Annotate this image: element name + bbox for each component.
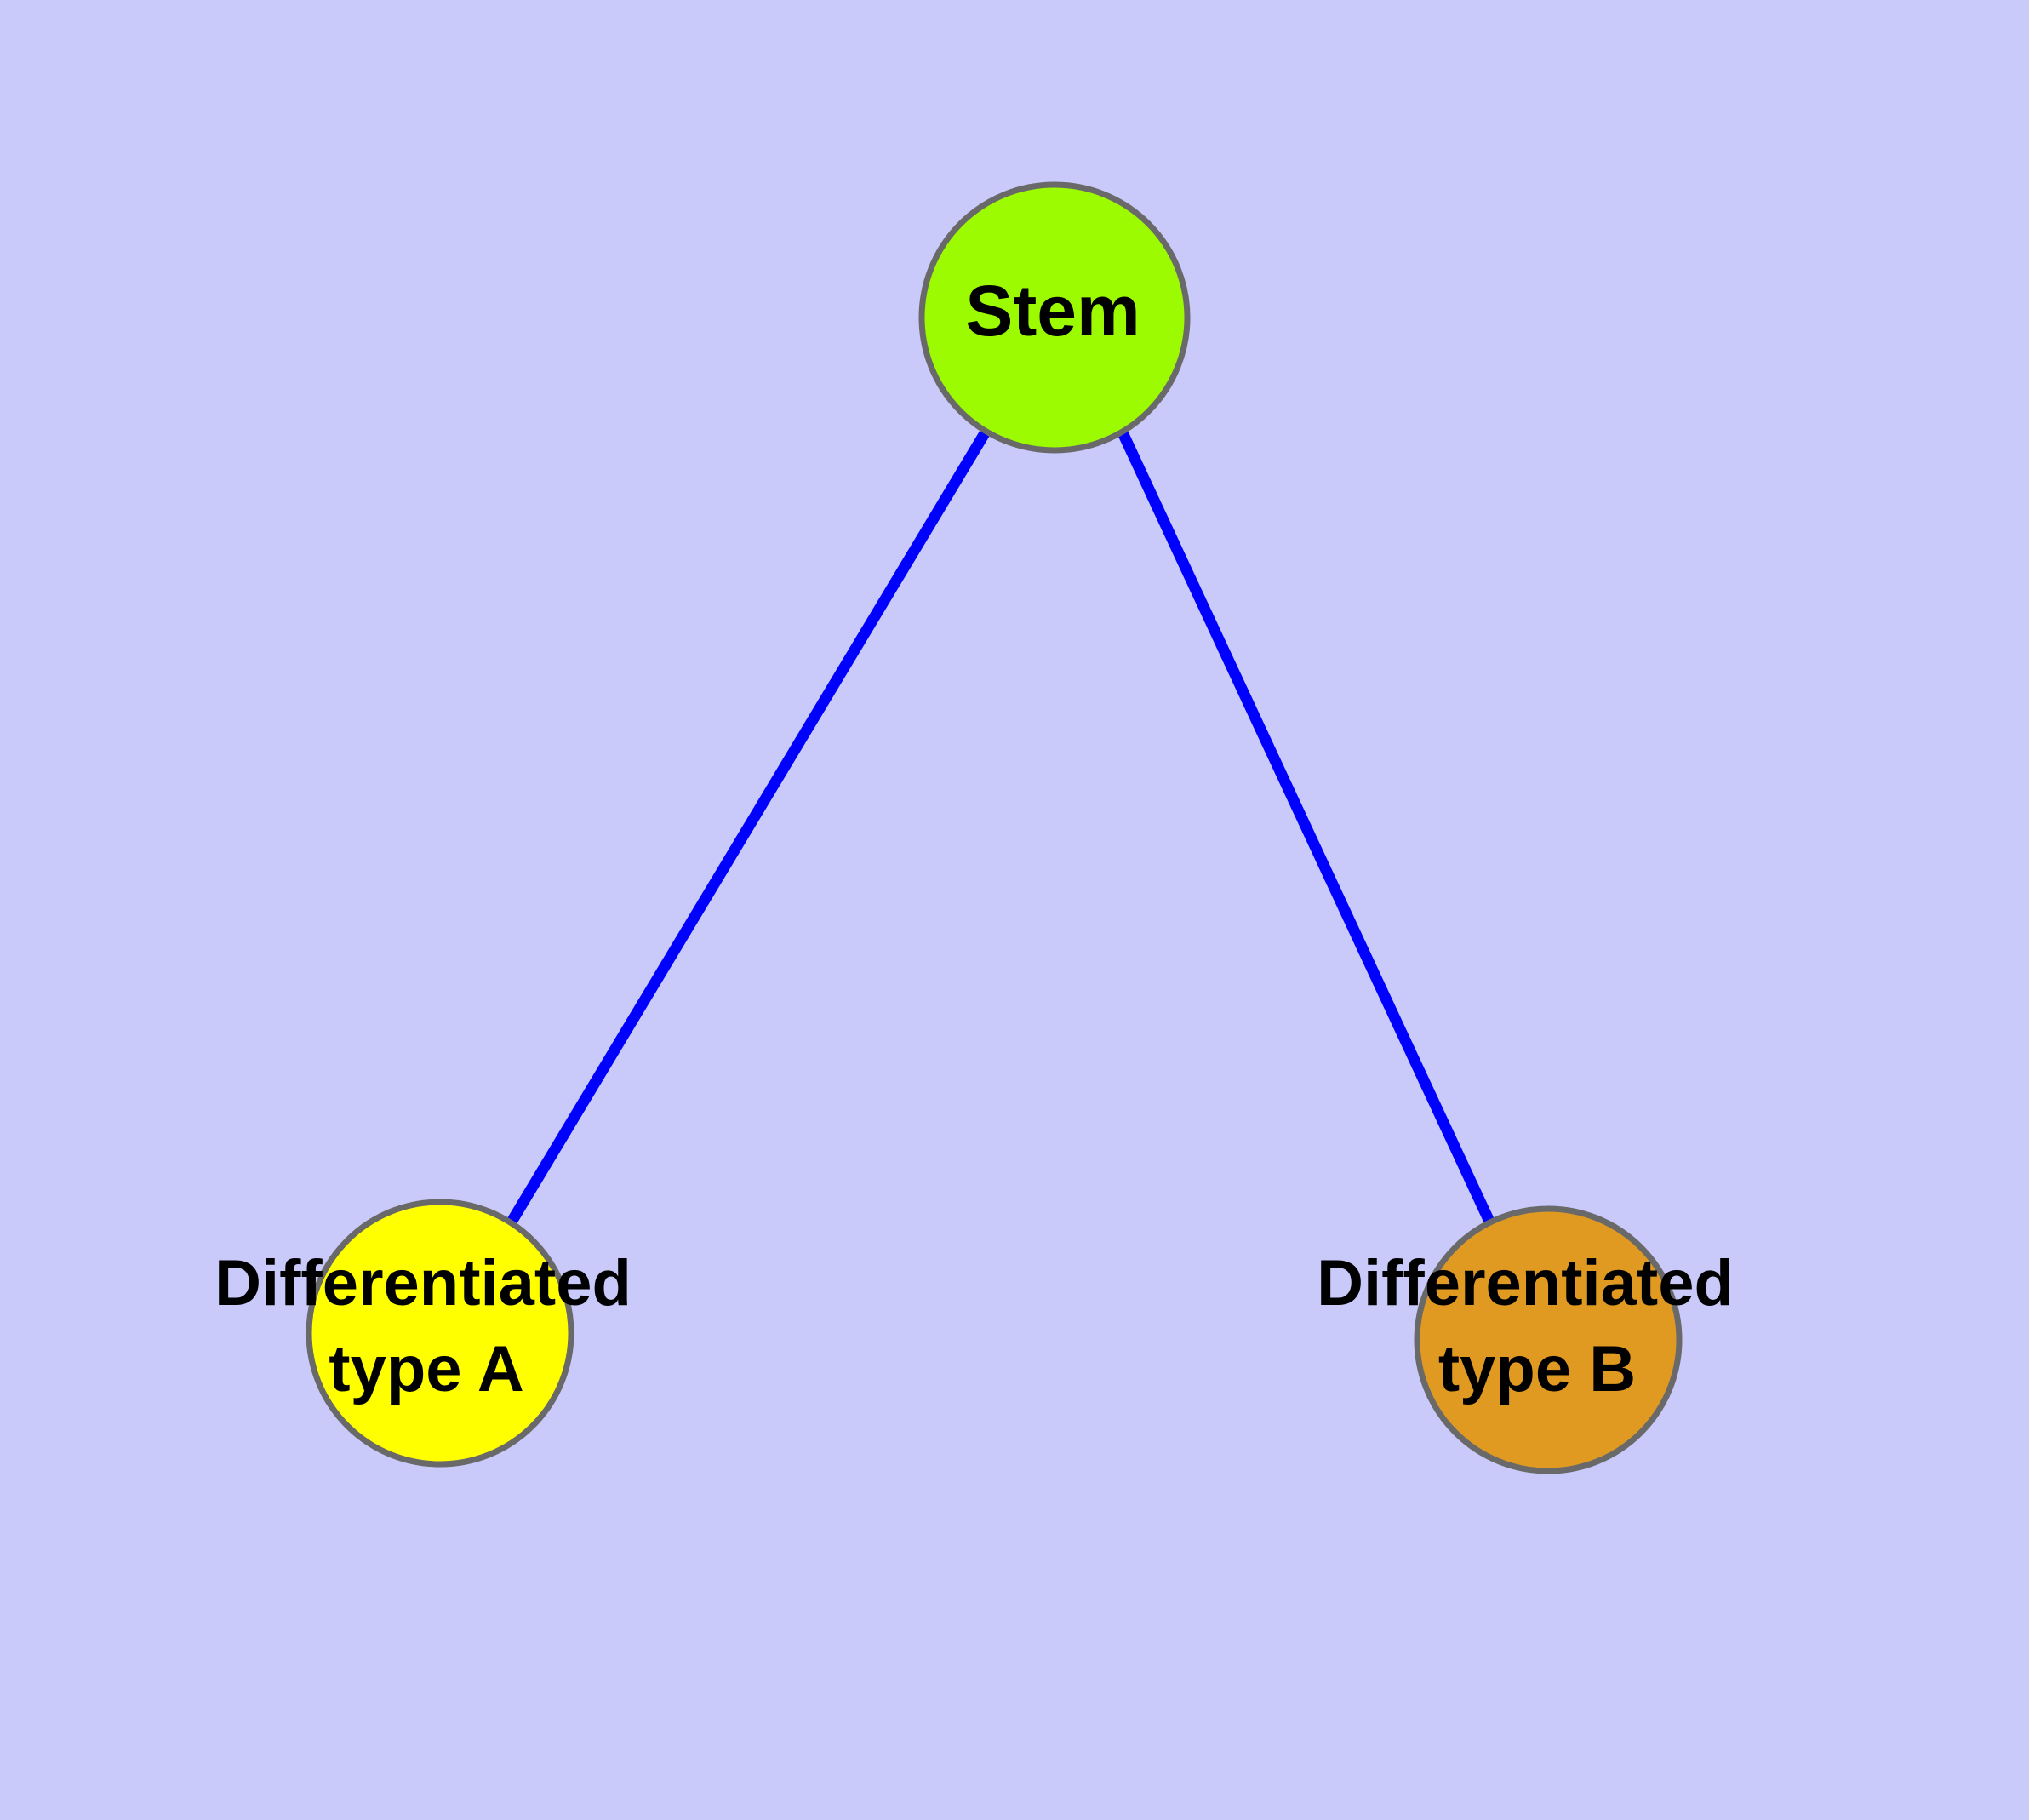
- node-label-differentiated-type-a-line1: Differentiated: [214, 1247, 632, 1319]
- node-differentiated-type-b[interactable]: [1414, 1205, 1683, 1474]
- node-label-differentiated-type-a-line2: type A: [329, 1333, 523, 1405]
- node-label-stem: Stem: [965, 271, 1140, 351]
- node-label-differentiated-type-b-line1: Differentiated: [1317, 1247, 1734, 1319]
- nodes-layer: [306, 181, 1683, 1474]
- edge-stem-to-differentiated-type-b[interactable]: [1117, 428, 1495, 1226]
- labels-layer: Stem Differentiated type A Differentiate…: [214, 271, 1734, 1405]
- node-differentiated-type-a[interactable]: [306, 1199, 574, 1468]
- node-stem[interactable]: [918, 181, 1191, 454]
- node-label-differentiated-type-b-line2: type B: [1438, 1333, 1636, 1405]
- edges-layer: [506, 428, 1495, 1227]
- edge-stem-to-differentiated-type-a[interactable]: [506, 430, 990, 1227]
